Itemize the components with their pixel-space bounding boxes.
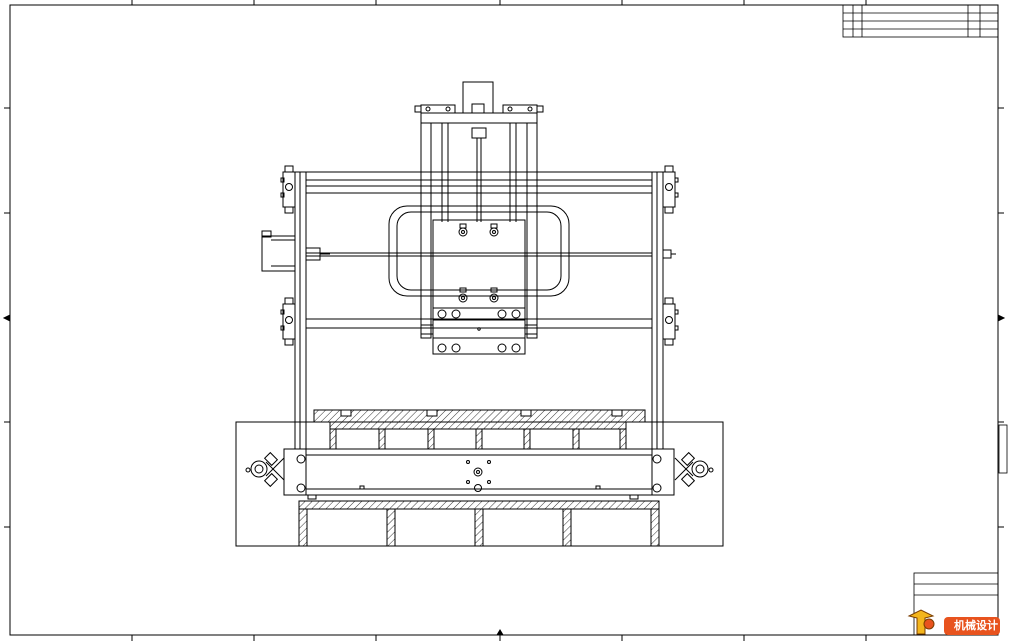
- right-upper-bracket: [662, 165, 679, 214]
- left-clamp-assembly: [245, 451, 285, 488]
- wrench-logo-icon: [907, 609, 935, 635]
- revision-table: [842, 4, 999, 38]
- z-axis-stepper-motor: [462, 81, 494, 114]
- z-top-bearing-left: [414, 104, 456, 114]
- lower-bed-support: [298, 500, 660, 547]
- right-lower-bracket: [662, 297, 679, 346]
- left-upper-bracket: [280, 165, 296, 214]
- cnc-machine-front-view: [235, 81, 724, 547]
- right-column: [651, 171, 664, 450]
- x-axis-rails: [305, 171, 653, 329]
- right-shaft-end: [662, 249, 676, 259]
- title-block: [913, 572, 999, 636]
- x-axis-stepper-motor: [261, 230, 330, 272]
- y-axis-beam: [283, 448, 675, 500]
- left-lower-bracket: [280, 297, 296, 346]
- rear-plate: [388, 205, 570, 297]
- watermark-text: 机械设计: [954, 619, 998, 632]
- right-clamp-assembly: [674, 451, 714, 488]
- z-axis-frame: [420, 112, 538, 339]
- spindle-carriage-plate: [432, 219, 526, 309]
- left-column: [294, 171, 307, 450]
- carriage-lower-blocks: [420, 307, 538, 355]
- worktable: [313, 409, 646, 450]
- watermark-badge: [944, 617, 1000, 635]
- z-top-bearing-right: [502, 104, 544, 114]
